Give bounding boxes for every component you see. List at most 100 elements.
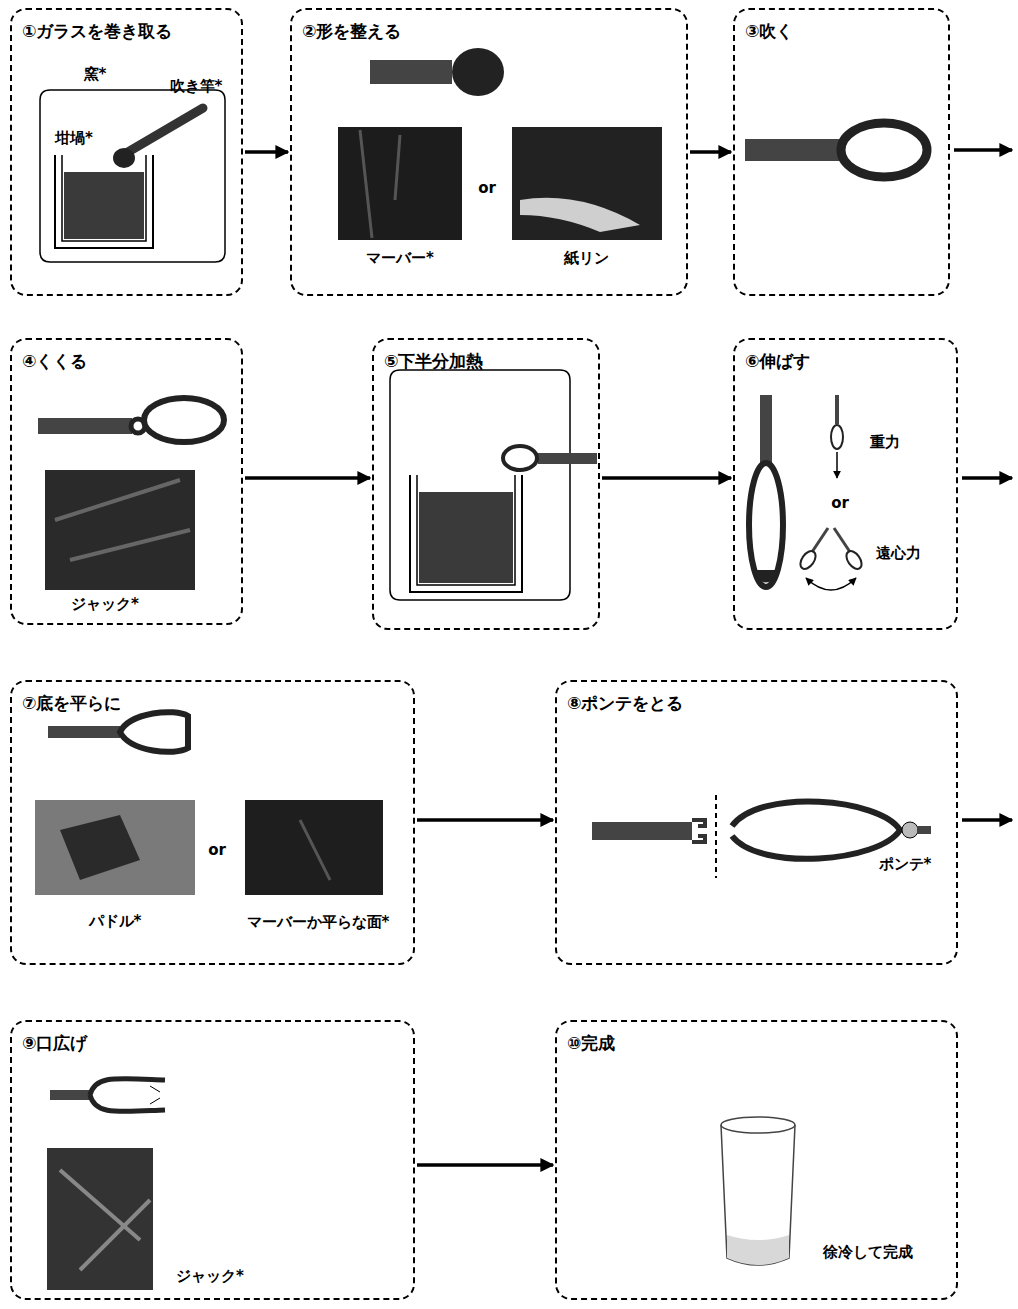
bottom — [752, 570, 780, 583]
cut-line — [715, 795, 717, 878]
blowpipe — [592, 822, 692, 840]
photo-detail — [60, 1170, 150, 1270]
crucible-outer — [55, 155, 153, 248]
step-heading: ⑩完成 — [567, 1032, 615, 1055]
part-label: ジャック* — [71, 595, 139, 614]
kiln-outline — [390, 370, 570, 600]
part-label: マーバーか平らな面* — [247, 913, 390, 932]
blown-bubble — [841, 123, 927, 177]
step-heading: ⑤下半分加熱 — [384, 350, 483, 373]
step-heading: ②形を整える — [302, 20, 401, 43]
step-heading: ⑥伸ばす — [745, 350, 810, 373]
photo-detail — [300, 820, 330, 880]
photo-jack — [47, 1148, 153, 1290]
part-label: or — [208, 841, 226, 859]
part-label: 坩堝* — [55, 129, 93, 148]
crucible-outer — [410, 475, 522, 592]
part-label: 徐冷して完成 — [823, 1243, 913, 1262]
step-panel: ③吹く — [733, 8, 950, 296]
part-label: ポンテ* — [879, 855, 932, 874]
crucible-inner — [62, 155, 146, 241]
flow-arrow — [602, 476, 731, 480]
step-panel: ①ガラスを巻き取る — [10, 8, 243, 296]
punty-tip — [902, 822, 918, 838]
step-panel: ⑥伸ばす — [733, 338, 958, 630]
step-panel: ⑨口広げ — [10, 1020, 415, 1300]
glass-rim — [721, 1117, 795, 1133]
blowpipe — [812, 528, 828, 552]
blowpipe — [128, 108, 203, 152]
blowpipe — [38, 418, 132, 434]
flow-arrow — [954, 148, 1012, 152]
step-heading: ⑧ポンテをとる — [567, 692, 683, 715]
flow-arrow — [690, 150, 731, 154]
punty-rod — [917, 826, 931, 834]
vessel — [732, 801, 900, 858]
pipe-end — [692, 820, 705, 842]
flow-arrow — [417, 818, 553, 822]
step-panel: ⑧ポンテをとる — [555, 680, 958, 965]
bubble — [797, 548, 818, 571]
flow-arrow — [245, 150, 288, 154]
gravity-arrow — [836, 452, 838, 478]
bubble — [831, 425, 843, 449]
crucible-inner — [417, 475, 515, 585]
stretched-bubble — [749, 463, 783, 587]
photo-detail — [360, 130, 400, 238]
part-label: 重力 — [870, 433, 900, 452]
step-heading: ⑨口広げ — [22, 1032, 87, 1055]
part-label: パドル* — [89, 912, 142, 931]
photo-paper — [512, 127, 662, 240]
blowpipe — [745, 139, 842, 161]
step-panel: ②形を整える — [290, 8, 688, 296]
flow-arrow — [962, 818, 1012, 822]
photo-marver — [338, 127, 462, 240]
photo-jack — [45, 470, 195, 590]
glass-gather — [113, 148, 135, 168]
bubble — [843, 548, 864, 571]
part-label: 窯* — [84, 65, 107, 84]
step-panel: ⑤下半分加熱 — [372, 338, 600, 630]
vessel — [90, 1079, 165, 1112]
part-label: マーバー* — [366, 249, 434, 268]
part-label: 紙リン — [564, 249, 609, 268]
step-panel: ④くくる — [10, 338, 243, 625]
molten-glass — [419, 492, 513, 583]
part-label: 吹き竿* — [170, 77, 223, 96]
photo-detail — [60, 815, 140, 880]
blowpipe — [834, 528, 850, 552]
part-label: or — [478, 179, 496, 197]
step-heading: ⑦底を平らに — [22, 692, 121, 715]
glass-bottom — [727, 1235, 789, 1265]
kiln-outline — [40, 90, 225, 262]
part-label: ジャック* — [176, 1267, 244, 1286]
flow-arrow — [245, 476, 370, 480]
blowpipe — [370, 60, 452, 84]
swing-arrow — [806, 578, 856, 590]
glass-cup — [721, 1125, 795, 1265]
blowpipe — [538, 453, 597, 464]
step-heading: ③吹く — [745, 20, 793, 43]
molten-glass — [64, 172, 144, 239]
part-label: 遠心力 — [876, 544, 921, 563]
part-label: or — [831, 494, 849, 512]
glass-gather — [452, 48, 504, 96]
blowpipe — [835, 395, 839, 424]
bubble — [120, 712, 188, 752]
punty-rod — [50, 1090, 90, 1100]
spread-mark — [150, 1086, 160, 1104]
photo-detail — [520, 198, 640, 232]
photo-paddle — [35, 800, 195, 895]
blowpipe — [760, 395, 772, 463]
flow-arrow — [962, 476, 1012, 480]
flow-arrow — [417, 1163, 553, 1167]
step-heading: ①ガラスを巻き取る — [22, 20, 172, 43]
bubble — [144, 398, 224, 442]
step-heading: ④くくる — [22, 350, 87, 373]
blowpipe — [48, 726, 120, 738]
photo-marver — [245, 800, 383, 895]
bubble — [503, 446, 537, 470]
